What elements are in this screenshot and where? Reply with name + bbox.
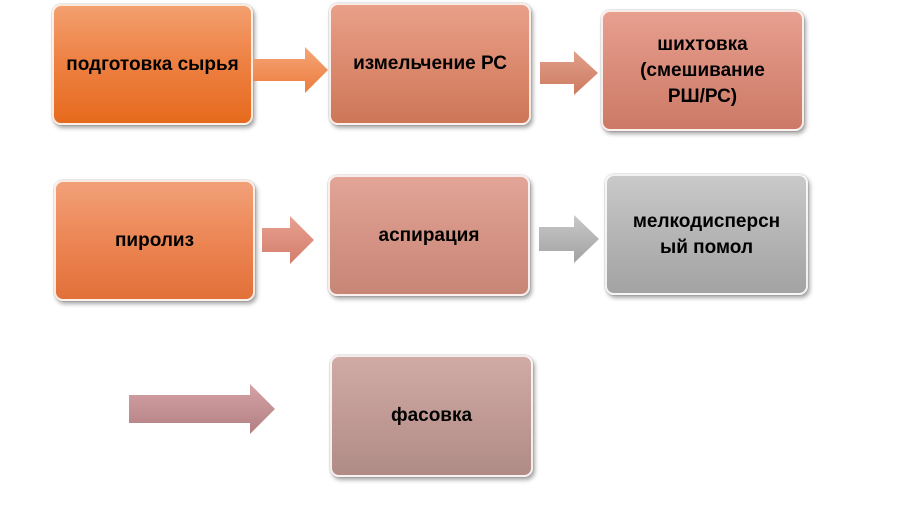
step-grinding-box: измельчение РС (329, 3, 531, 125)
step-fine-milling-box: мелкодисперсн ый помол (605, 174, 808, 295)
step-fine-milling-line1: мелкодисперсн (632, 210, 781, 232)
arrow-right-icon (129, 384, 275, 434)
step-raw-prep-label: подготовка сырья (66, 53, 239, 75)
arrow-to-packaging (129, 384, 275, 434)
step-batching-line3: РШ/РС) (667, 85, 738, 107)
step-packaging-label: фасовка (390, 405, 473, 426)
arrow-right-icon (539, 215, 599, 263)
arrow-raw-prep-to-grinding (253, 47, 328, 93)
step-pyrolysis-box: пиролиз (54, 180, 255, 301)
step-raw-prep-box: подготовка сырья (52, 4, 253, 125)
arrow-right-icon (253, 47, 328, 93)
arrow-grinding-to-batching (540, 51, 598, 95)
step-aspiration-label: аспирация (378, 224, 480, 246)
step-grinding-label: измельчение РС (353, 53, 507, 74)
step-aspiration-box: аспирация (328, 175, 530, 296)
step-batching-line1: шихтовка (657, 33, 748, 55)
step-batching-box: шихтовка (смешивание РШ/РС) (601, 10, 804, 131)
arrow-pyrolysis-to-aspiration (262, 216, 314, 264)
step-fine-milling-line2: ый помол (659, 236, 754, 258)
arrow-right-icon (540, 51, 598, 95)
step-batching-line2: (смешивание (640, 59, 765, 81)
step-pyrolysis-label: пиролиз (114, 229, 195, 251)
arrow-right-icon (262, 216, 314, 264)
arrow-aspiration-to-milling (539, 215, 599, 263)
step-packaging-box: фасовка (330, 355, 533, 477)
